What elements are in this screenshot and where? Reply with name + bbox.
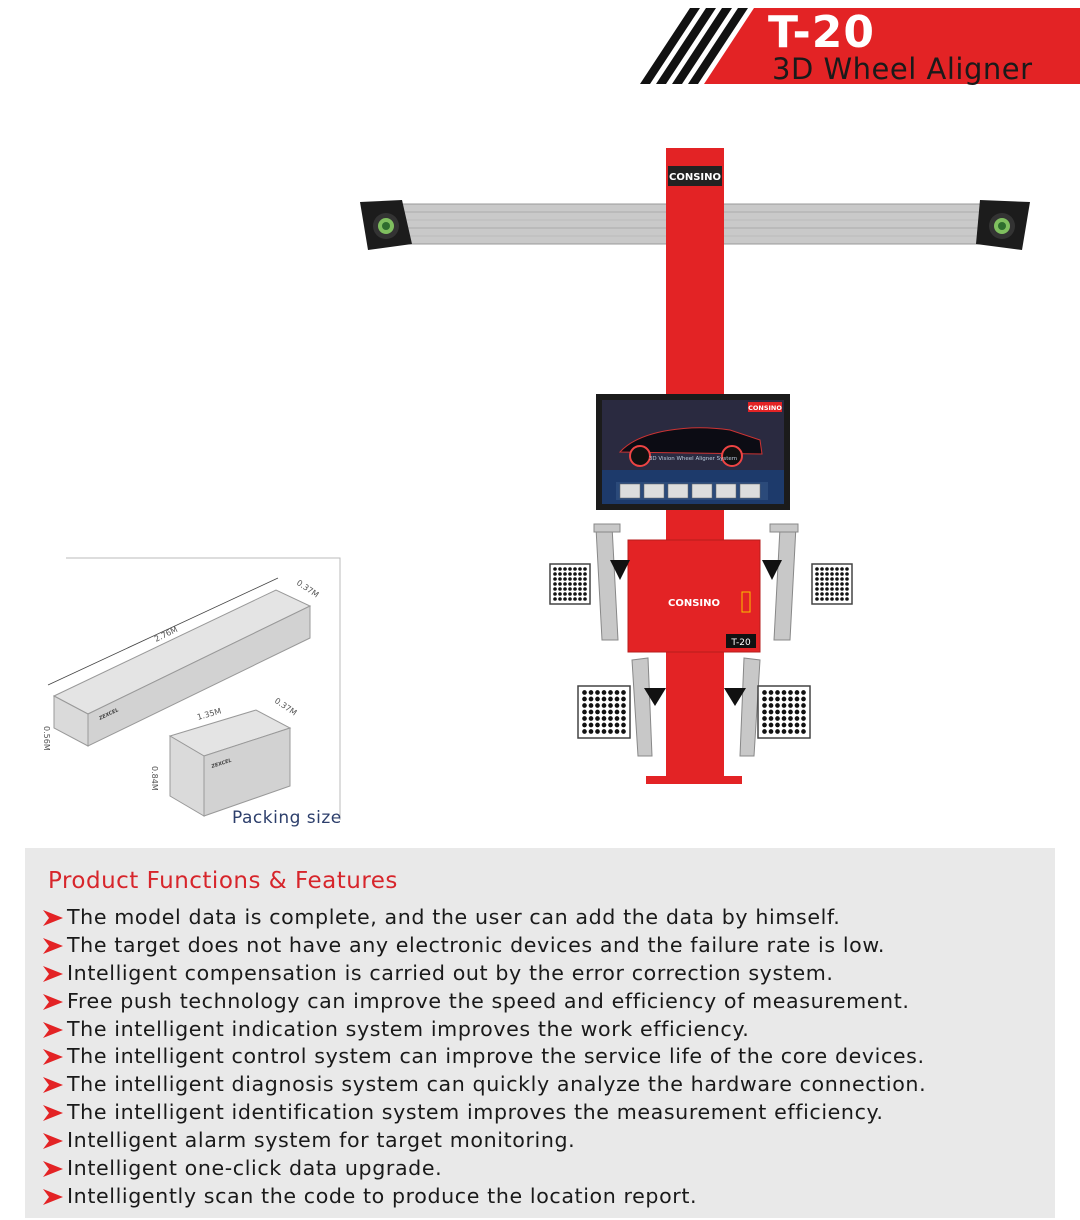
feature-item: Intelligent compensation is carried out … <box>41 960 926 988</box>
feature-text: Intelligent compensation is carried out … <box>67 960 834 985</box>
feature-text: Intelligent alarm system for target moni… <box>67 1128 576 1153</box>
feature-item: The intelligent indication system improv… <box>41 1016 926 1044</box>
arrow-bullet-icon <box>43 909 63 926</box>
box2-height-label: 0.84M <box>150 766 159 791</box>
feature-item: The target does not have any electronic … <box>41 932 926 960</box>
feature-text: The intelligent control system can impro… <box>67 1044 925 1069</box>
model-subtitle: 3D Wheel Aligner <box>772 52 1033 86</box>
arrow-bullet-icon <box>43 1133 63 1150</box>
feature-text: The intelligent diagnosis system can qui… <box>67 1072 927 1097</box>
feature-item: The intelligent diagnosis system can qui… <box>41 1071 926 1099</box>
header-stripes <box>640 8 1080 84</box>
box2-depth-label: 0.37M <box>273 696 299 717</box>
box1-height-label: 0.56M <box>42 726 51 751</box>
feature-text: The target does not have any electronic … <box>67 932 886 957</box>
features-list: The model data is complete, and the user… <box>41 904 926 1211</box>
box2-length-label: 1.35M <box>196 706 222 721</box>
cabinet-brand: CONSINO <box>668 598 720 609</box>
feature-text: Free push technology can improve the spe… <box>67 988 910 1013</box>
packing-size-diagram: 2.76M 0.37M 0.56M ZEXCEL 1.35M 0.37M 0.8… <box>42 557 341 820</box>
arrow-bullet-icon <box>43 1021 63 1038</box>
arrow-bullet-icon <box>43 1105 63 1122</box>
feature-item: Intelligent alarm system for target moni… <box>41 1127 926 1155</box>
targets <box>549 563 853 739</box>
right-camera-icon <box>976 200 1030 250</box>
feature-item: The intelligent control system can impro… <box>41 1043 926 1071</box>
left-camera-icon <box>360 200 412 250</box>
packing-size-label: Packing size <box>232 808 342 828</box>
arrow-bullet-icon <box>43 1049 63 1066</box>
screen-caption: 3D Vision Wheel Aligner System <box>649 456 737 462</box>
features-title: Product Functions & Features <box>48 868 398 894</box>
feature-item: Intelligent one-click data upgrade. <box>41 1155 926 1183</box>
feature-item: The model data is complete, and the user… <box>41 904 926 932</box>
feature-item: Intelligently scan the code to produce t… <box>41 1183 926 1211</box>
feature-text: The intelligent identification system im… <box>67 1100 884 1125</box>
model-title: T-20 <box>768 7 876 58</box>
arrow-bullet-icon <box>43 993 63 1010</box>
header-banner: T-20 3D Wheel Aligner <box>640 8 1080 86</box>
column-brand: CONSINO <box>669 172 721 183</box>
arrow-bullet-icon <box>43 937 63 954</box>
feature-text: Intelligent one-click data upgrade. <box>67 1156 443 1181</box>
cabinet <box>627 539 761 653</box>
feature-item: The intelligent identification system im… <box>41 1099 926 1127</box>
screen-brand: CONSINO <box>748 404 782 412</box>
feature-item: Free push technology can improve the spe… <box>41 988 926 1016</box>
cabinet-model-label: T-20 <box>730 638 751 648</box>
features-panel: Product Functions & Features The model d… <box>25 848 1055 1218</box>
box1-depth-label: 0.37M <box>295 578 321 599</box>
arrow-bullet-icon <box>43 1077 63 1094</box>
wheel-aligner-illustration: CONSINO CONSINO 3D Vision Wheel Aligner … <box>360 148 1030 784</box>
arrow-bullet-icon <box>43 1160 63 1177</box>
feature-text: The intelligent indication system improv… <box>67 1016 750 1041</box>
arrow-bullet-icon <box>43 1188 63 1205</box>
arrow-bullet-icon <box>43 965 63 982</box>
feature-text: Intelligently scan the code to produce t… <box>67 1183 698 1208</box>
feature-text: The model data is complete, and the user… <box>67 905 841 929</box>
